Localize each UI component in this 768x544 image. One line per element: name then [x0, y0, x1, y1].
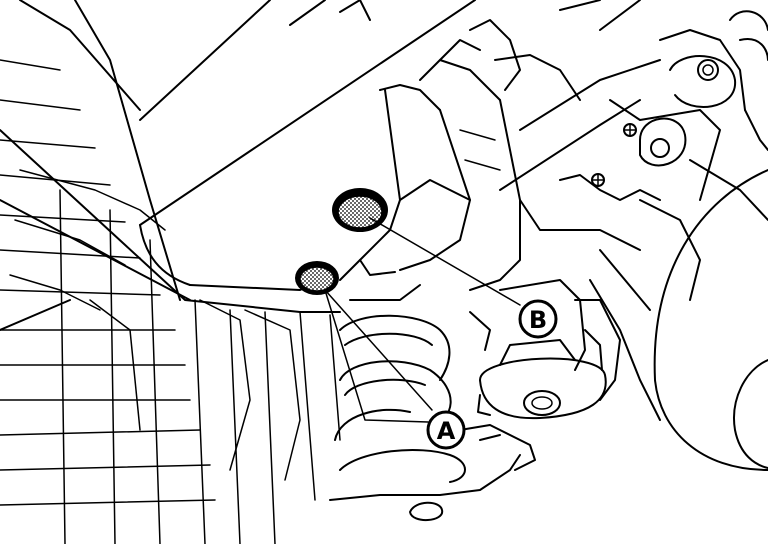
- callout-a-label: A: [437, 417, 456, 445]
- callout-b: B: [518, 299, 558, 339]
- engine-upper: [469, 0, 768, 301]
- air-duct: [139, 0, 521, 291]
- leader-lines: [324, 217, 521, 423]
- radiator: [0, 0, 341, 544]
- callout-b-label: B: [529, 306, 547, 334]
- clip-b: [332, 188, 388, 232]
- hoses: [329, 284, 536, 521]
- engine-mount: [477, 279, 621, 420]
- callout-a: A: [426, 410, 466, 450]
- right-panel: [589, 169, 768, 471]
- clip-a: [295, 261, 339, 295]
